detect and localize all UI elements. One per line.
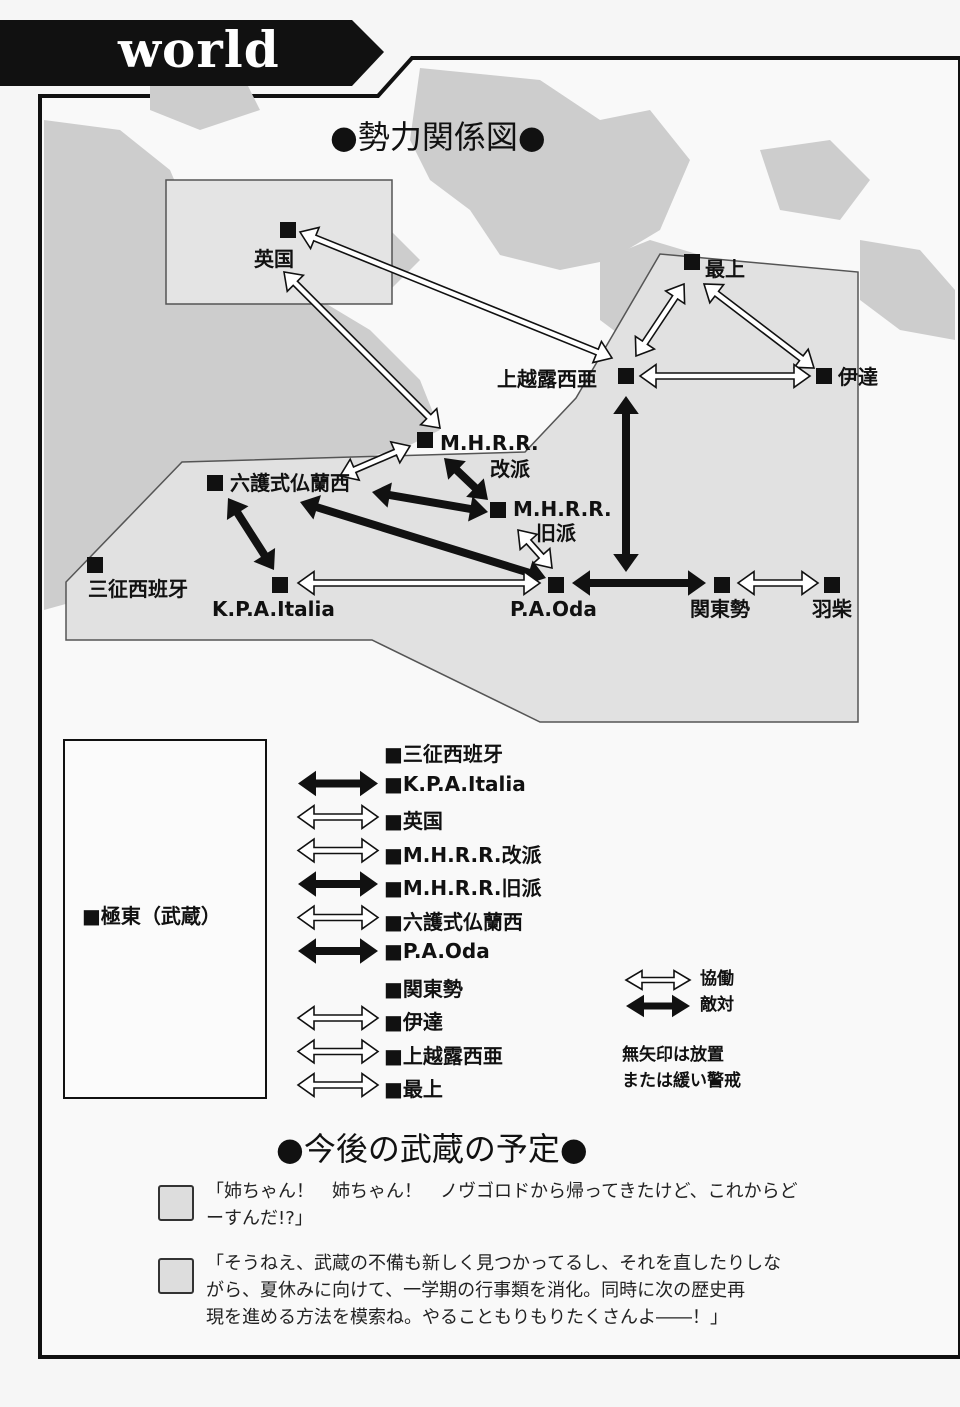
center-box: [63, 739, 267, 1099]
relation-arrow-1: [298, 770, 378, 797]
relation-arrow-8: [296, 1005, 380, 1031]
center-label: ■極東（武蔵）: [82, 904, 221, 928]
region-england: [165, 179, 393, 305]
dialogue-2: 「そうねえ、武蔵の不備も新しく見つかってるし、それを直したりしな がら、夏休みに…: [206, 1250, 946, 1331]
node-marker-uesugi: [618, 368, 634, 384]
relation-item-2: ■英国: [384, 809, 443, 833]
relation-item-4: ■M.H.R.R.旧派: [384, 876, 542, 900]
node-marker-mhrr_kyu: [490, 502, 506, 518]
node-label-rokugo: 六護式仏蘭西: [230, 471, 350, 495]
legend-hostility-arrow: [626, 994, 690, 1018]
node-marker-mhrr_kai: [417, 432, 433, 448]
node-label-sansei: 三征西班牙: [88, 577, 188, 601]
node-label-mhrr_kyu: M.H.R.R.: [513, 497, 612, 521]
relation-item-10: ■最上: [384, 1077, 443, 1101]
dialogue-2-line1: 「そうねえ、武蔵の不備も新しく見つかってるし、それを直したりしな: [206, 1253, 782, 1274]
relation-item-0: ■三征西班牙: [384, 742, 503, 766]
dialogue-2-line2: がら、夏休みに向けて、一学期の行事類を消化。同時に次の歴史再: [206, 1280, 746, 1301]
node-marker-eikoku: [280, 222, 296, 238]
node-marker-kanto: [714, 577, 730, 593]
dialogue-1-line1: 「姉ちゃん！ 姉ちゃん！ ノヴゴロドから帰ってきたけど、これからど: [206, 1181, 798, 1202]
dialogue-2-line3: 現を進める方法を模索ね。やることもりもりたくさんよ――！」: [206, 1307, 728, 1328]
avatar-character-2: [158, 1258, 194, 1294]
legend-note-line2: または緩い警戒: [622, 1071, 741, 1091]
node-marker-rokugo: [207, 475, 223, 491]
diagram-title: ●勢力関係図●: [330, 118, 546, 156]
edge-rokugo-mhrr_kyu: [372, 482, 488, 522]
relation-item-1: ■K.P.A.Italia: [384, 771, 526, 796]
node-label-date: 伊達: [838, 365, 878, 389]
relation-item-7: ■関東勢: [384, 976, 463, 1001]
node-sublabel-mhrr_kai: 改派: [490, 457, 530, 481]
node-label-mhrr_kai: M.H.R.R.: [440, 431, 539, 455]
relation-arrow-6: [298, 938, 378, 964]
relation-item-8: ■伊達: [384, 1010, 443, 1034]
dialogue-1-line2: ーすんだ!?」: [206, 1208, 313, 1229]
relation-arrow-3: [296, 837, 380, 864]
edge-eikoku-uesugi: [298, 226, 614, 364]
region-east: [65, 253, 859, 723]
edge-mogami-uesugi: [634, 282, 686, 358]
relation-arrow-9: [296, 1038, 380, 1065]
node-label-eikoku: 英国: [254, 247, 294, 271]
avatar-character-1: [158, 1185, 194, 1221]
relation-item-5: ■六護式仏蘭西: [384, 909, 523, 934]
edge-rokugo-paoda: [300, 495, 546, 585]
node-marker-sansei: [87, 557, 103, 573]
edge-mogami-date: [702, 283, 816, 369]
header-tab: [0, 20, 384, 86]
relation-item-3: ■M.H.R.R.改派: [384, 842, 542, 867]
edge-mhrr_kai-mhrr_kyu: [444, 458, 488, 500]
edge-eikoku-mhrr_kai: [283, 271, 441, 429]
legend-note-line1: 無矢印は放置: [622, 1045, 724, 1065]
relation-arrow-4: [298, 871, 378, 897]
node-marker-mogami: [684, 254, 700, 270]
edge-mhrr_kai-rokugo: [338, 440, 412, 482]
node-label-kanto: 関東勢: [690, 597, 750, 621]
relation-arrow-10: [296, 1072, 380, 1098]
edge-mhrr_kyu-paoda: [517, 528, 553, 570]
edge-kpa-paoda: [296, 570, 542, 596]
node-marker-paoda: [548, 577, 564, 593]
relation-arrow-5: [296, 904, 380, 931]
relation-item-6: ■P.A.Oda: [384, 939, 490, 963]
node-marker-date: [816, 368, 832, 384]
legend-hostility-label: 敵対: [700, 995, 734, 1015]
edge-uesugi-paoda: [613, 396, 639, 572]
node-marker-kpa: [272, 577, 288, 593]
edge-uesugi-date: [638, 363, 812, 389]
relation-item-9: ■上越露西亜: [384, 1043, 503, 1068]
schedule-title: ●今後の武蔵の予定●: [276, 1130, 588, 1168]
node-marker-hashiba: [824, 577, 840, 593]
node-label-kpa: K.P.A.Italia: [212, 597, 335, 621]
legend-cooperation-arrow: [624, 969, 692, 991]
node-label-paoda: P.A.Oda: [510, 597, 597, 621]
edge-paoda-kanto: [572, 570, 706, 596]
node-label-mogami: 最上: [705, 257, 745, 281]
legend-arrows: [296, 770, 692, 1098]
header-title: world: [118, 20, 280, 79]
legend-cooperation-label: 協働: [700, 969, 734, 989]
edge-rokugo-kpa: [226, 498, 276, 570]
node-sublabel-mhrr_kyu: 旧派: [536, 521, 576, 545]
relation-arrow-2: [296, 804, 380, 830]
node-label-uesugi: 上越露西亜: [497, 367, 597, 391]
node-label-hashiba: 羽柴: [812, 597, 852, 621]
edge-kanto-hashiba: [736, 570, 820, 596]
dialogue-1: 「姉ちゃん！ 姉ちゃん！ ノヴゴロドから帰ってきたけど、これからど ーすんだ!?…: [206, 1178, 946, 1232]
relation-edges: [226, 226, 820, 596]
